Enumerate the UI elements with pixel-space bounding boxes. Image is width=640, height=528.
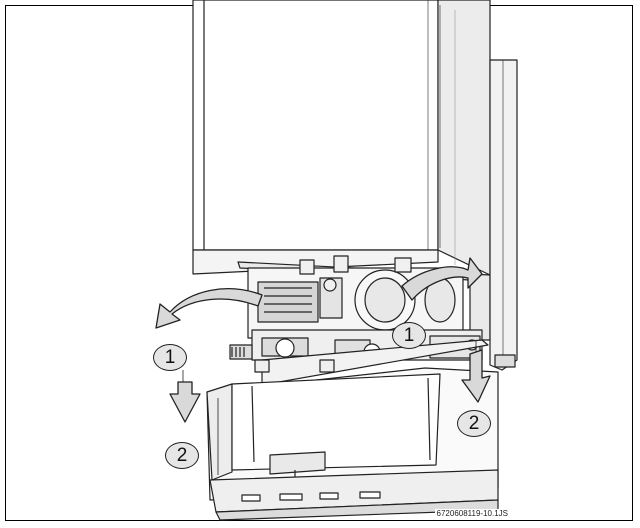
callout-2-left: 2 — [165, 442, 199, 469]
wall-bracket — [489, 59, 518, 371]
arrow-down-left — [169, 381, 201, 423]
arrow-down-right — [461, 349, 491, 403]
callout-1-right: 1 — [392, 322, 426, 349]
figure-code-label: 6720608119-10.1JS — [434, 509, 510, 518]
control-panel — [206, 367, 499, 521]
boiler-casing — [192, 0, 491, 341]
callout-1-left: 1 — [153, 344, 187, 371]
callout-2-right: 2 — [457, 410, 491, 437]
arrow-swing-right — [401, 257, 483, 301]
motion-arrows — [155, 257, 491, 423]
arrow-swing-left — [155, 288, 263, 329]
